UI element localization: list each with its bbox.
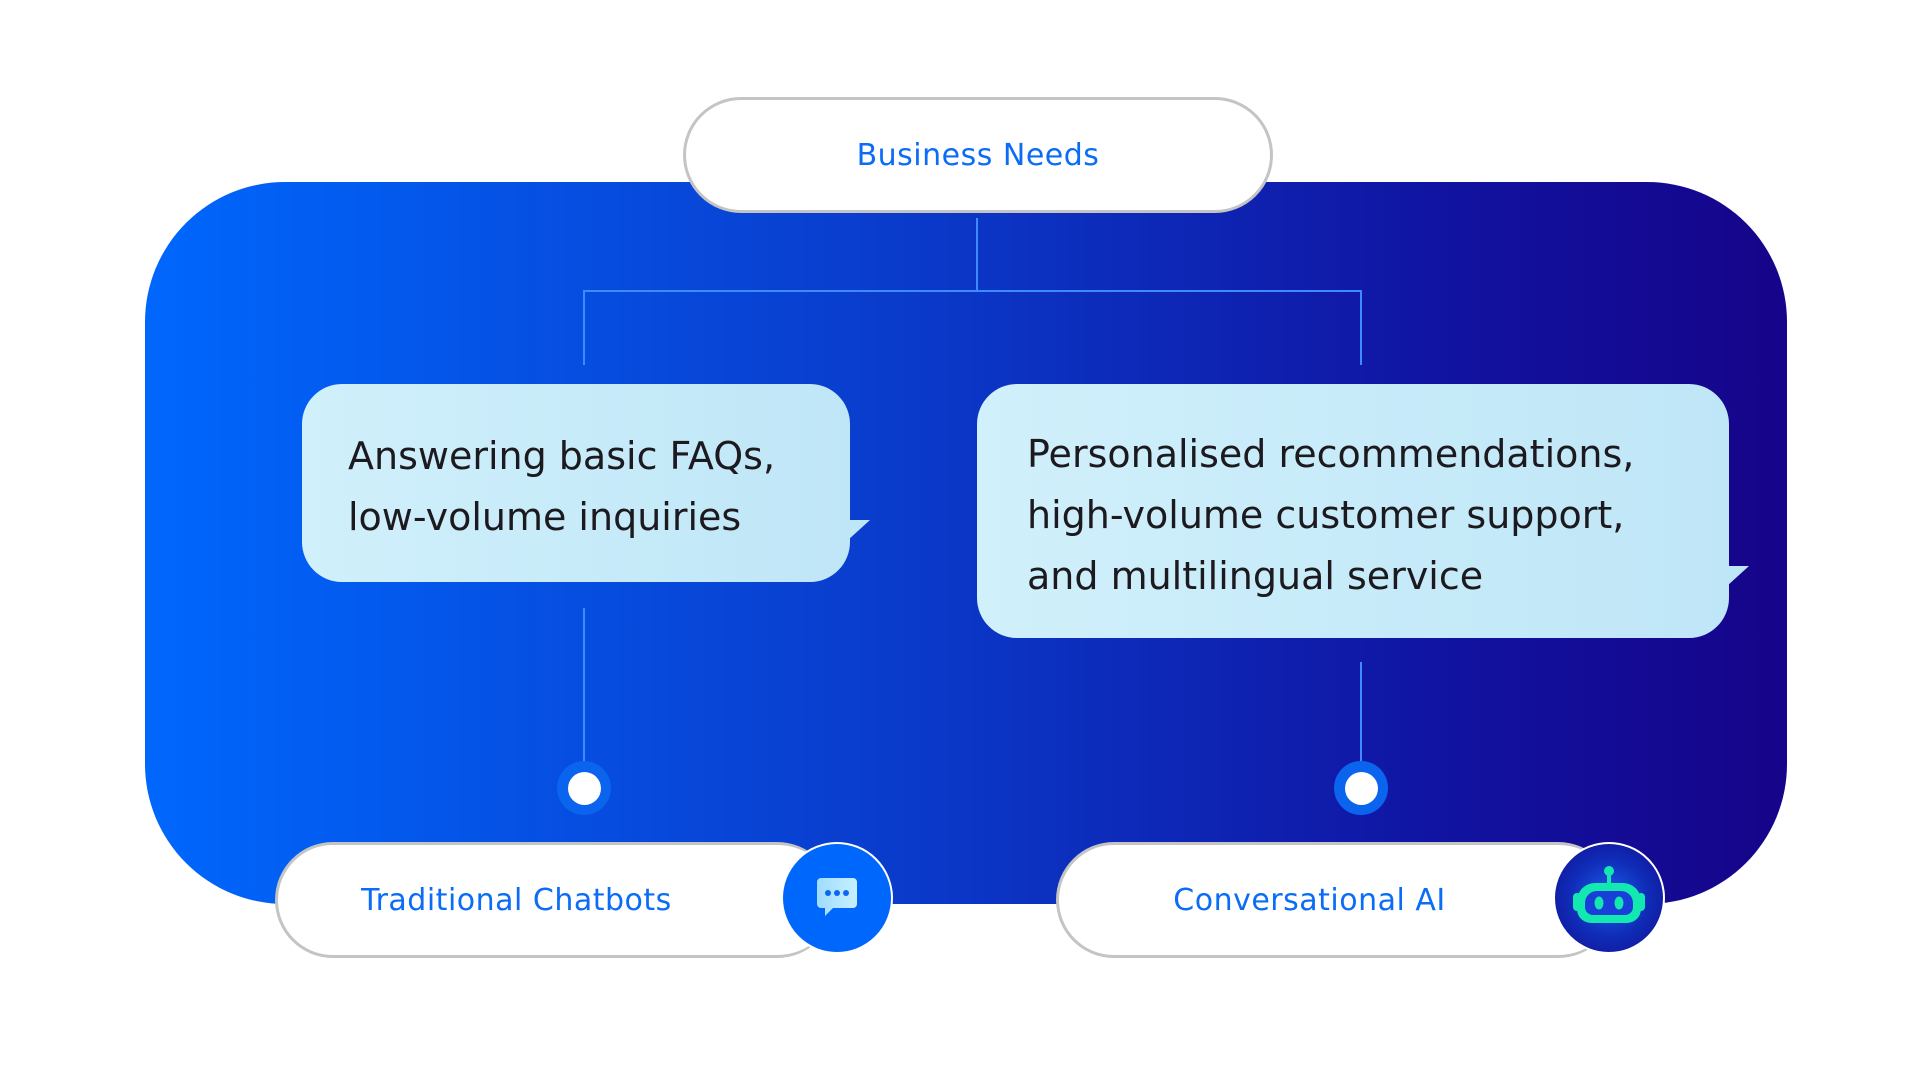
robot-icon-badge <box>1553 842 1665 954</box>
need-text-line: low-volume inquiries <box>348 495 742 539</box>
node-dot-right <box>1334 761 1388 815</box>
connector-left-down <box>583 290 585 365</box>
bubble-tail <box>848 520 870 540</box>
connector-root-vertical <box>976 218 978 290</box>
need-text-line: high-volume customer support, <box>1027 493 1625 537</box>
need-text-line: Answering basic FAQs, <box>348 434 776 478</box>
conversational-ai-node: Conversational AI <box>1056 842 1616 958</box>
need-bubble-traditional: Answering basic FAQs, low-volume inquiri… <box>302 384 870 582</box>
business-needs-label: Business Needs <box>856 137 1100 173</box>
chat-icon-badge <box>781 842 893 954</box>
chat-bubble-icon <box>817 878 857 916</box>
connector-right-lower <box>1360 662 1362 778</box>
business-needs-node: Business Needs <box>683 97 1273 213</box>
need-text-line: Personalised recommendations, <box>1027 432 1635 476</box>
conversational-ai-label: Conversational AI <box>1173 882 1446 918</box>
connector-horizontal <box>583 290 1362 292</box>
connector-left-lower <box>583 608 585 778</box>
node-dot-left <box>557 761 611 815</box>
robot-icon <box>1573 866 1645 923</box>
bubble-tail <box>1727 566 1749 586</box>
connector-right-down <box>1360 290 1362 365</box>
traditional-chatbots-node: Traditional Chatbots <box>275 842 835 958</box>
need-bubble-conversational: Personalised recommendations, high-volum… <box>977 384 1749 638</box>
need-text-line: and multilingual service <box>1027 554 1484 598</box>
traditional-chatbots-label: Traditional Chatbots <box>361 882 672 918</box>
